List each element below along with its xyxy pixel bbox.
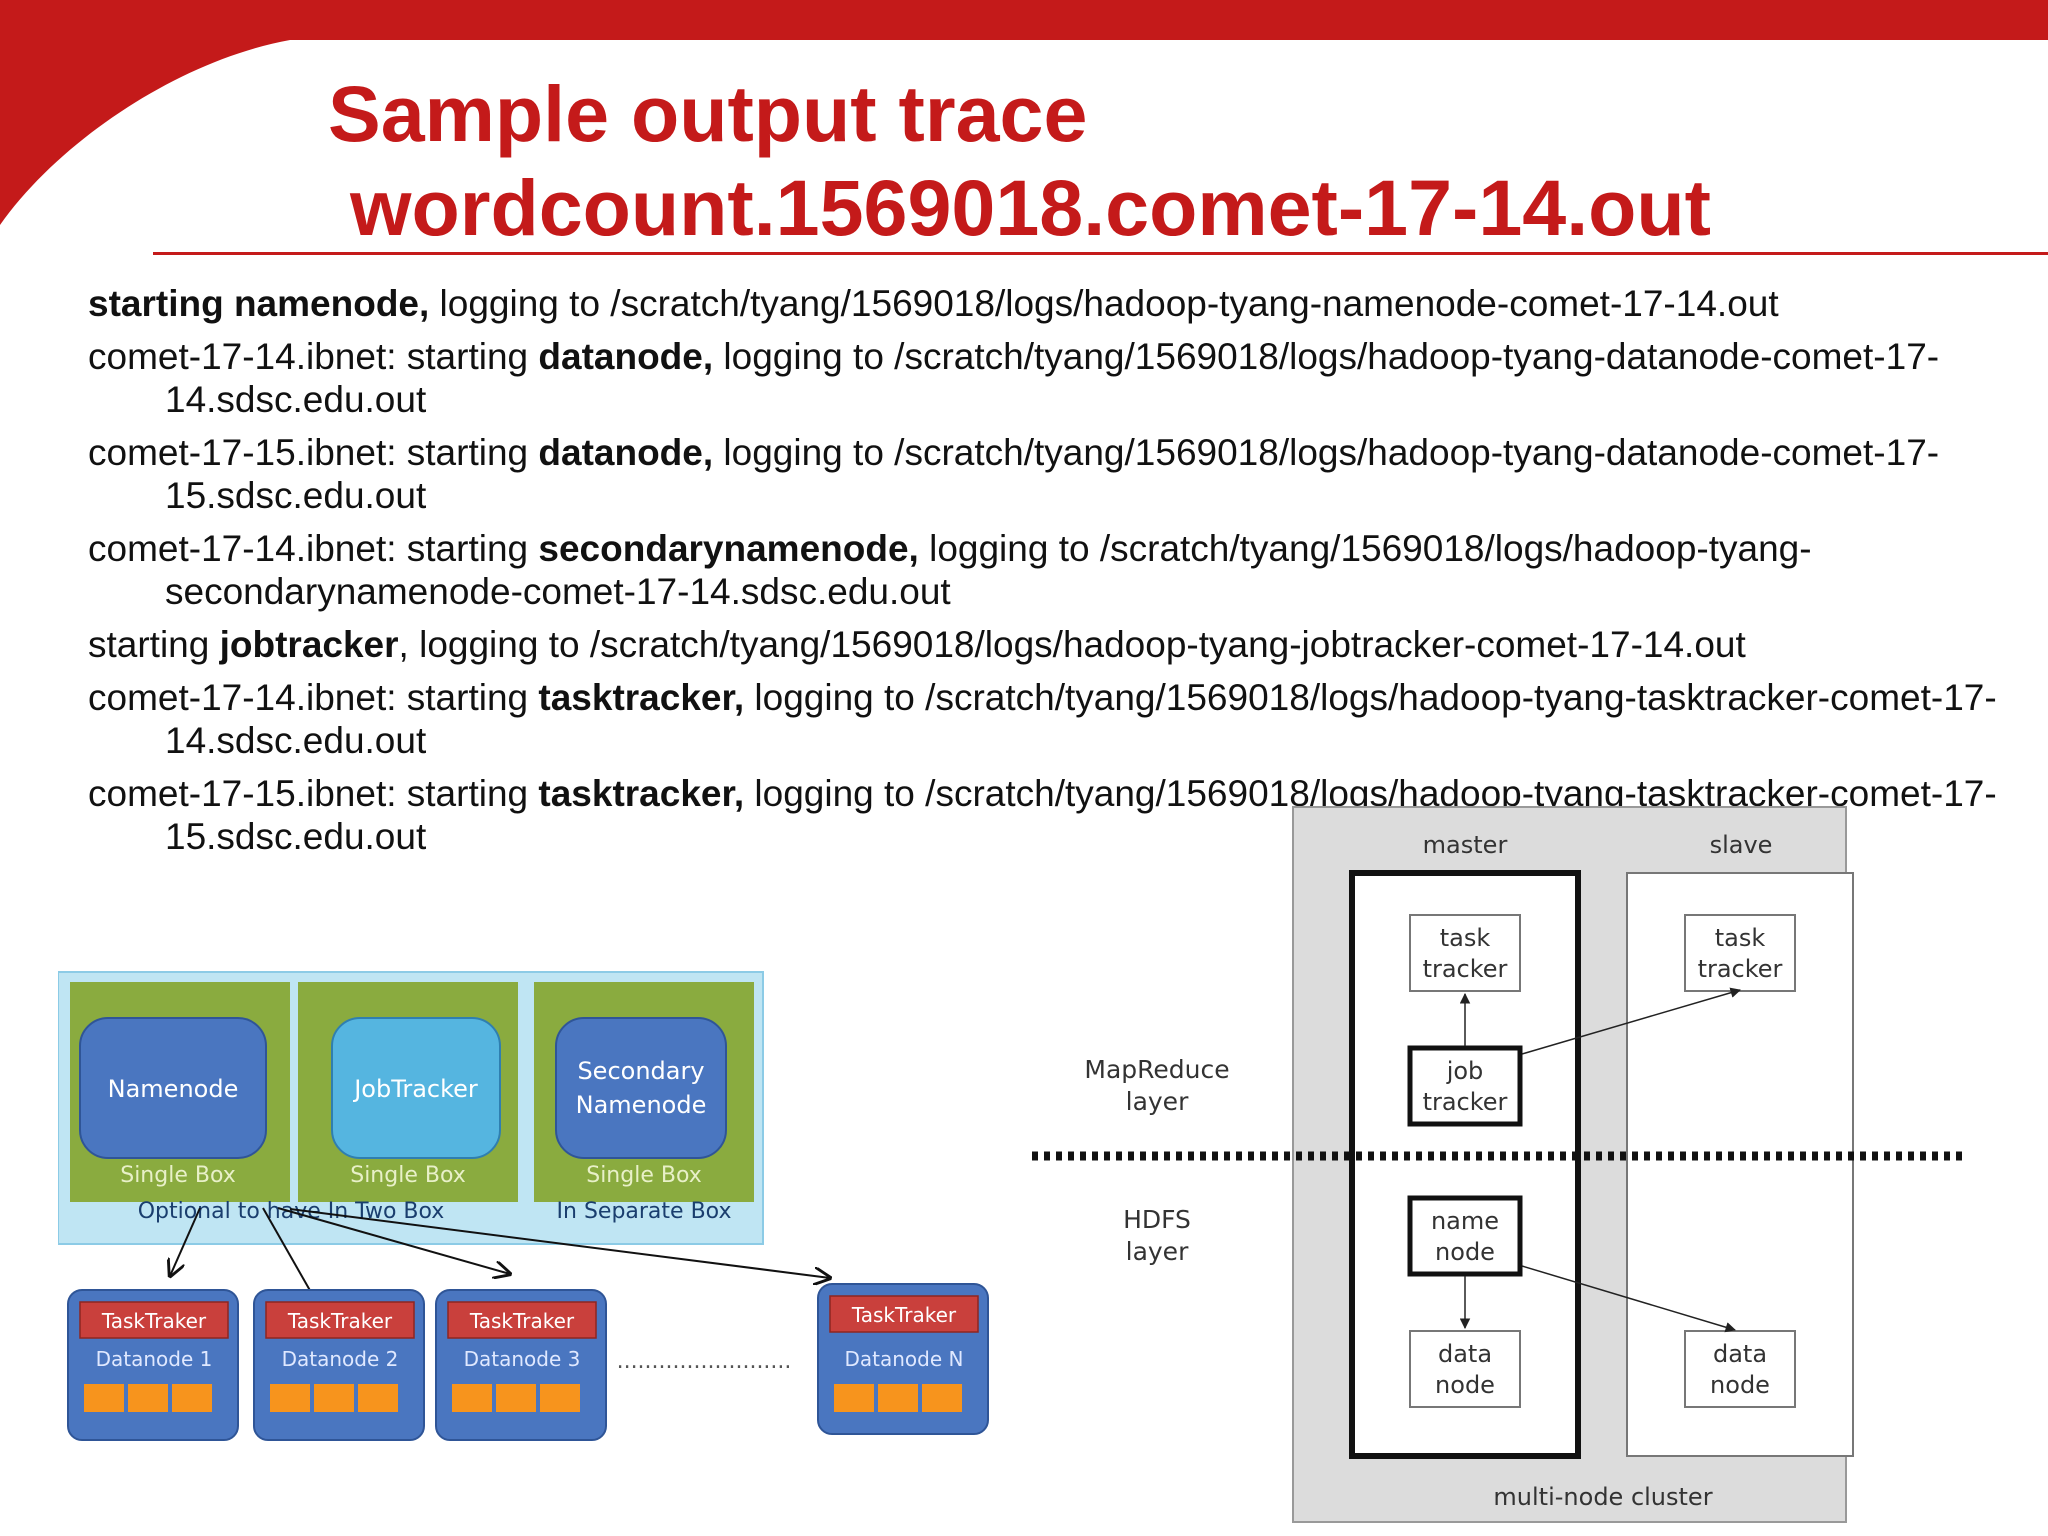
arrow	[1521, 1265, 1737, 1333]
node-label: node	[1435, 1371, 1495, 1399]
hdfs-layer-label: HDFS	[1123, 1205, 1191, 1234]
arrow	[170, 1207, 201, 1276]
trace-entry: comet-17-14.ibnet: starting tasktracker,…	[88, 677, 1997, 761]
arrow	[289, 1208, 830, 1278]
secondary-label-1: Secondary	[577, 1057, 704, 1085]
data-label: data	[1713, 1340, 1767, 1368]
node-label: node	[1435, 1238, 1495, 1266]
title-divider	[153, 252, 2048, 255]
datanode-label: Datanode N	[845, 1347, 964, 1371]
master-label: master	[1423, 831, 1508, 859]
trace-log: starting namenode, logging to /scratch/t…	[88, 282, 2008, 868]
slide-subtitle: wordcount.1569018.comet-17-14.out	[350, 163, 1711, 252]
job-label: job	[1446, 1057, 1484, 1085]
trace-entry: comet-17-14.ibnet: starting secondarynam…	[88, 528, 1812, 612]
arrow	[1521, 987, 1742, 1055]
datanode-label: Datanode 2	[282, 1347, 399, 1371]
tracker-label: tracker	[1423, 1088, 1508, 1116]
separate-box-label: In Separate Box	[557, 1199, 732, 1224]
datanode-2: TaskTraker Datanode 2	[253, 1289, 425, 1441]
trace-entry: comet-17-14.ibnet: starting datanode, lo…	[88, 336, 1940, 420]
namenode-node	[79, 1017, 267, 1159]
secondary-namenode-node	[555, 1017, 727, 1159]
hadoop-architecture-diagram: Namenode JobTracker Secondary Namenode S…	[58, 971, 989, 1441]
tracker-label: tracker	[1698, 955, 1783, 983]
secondary-label-2: Namenode	[576, 1091, 707, 1119]
job-tracker	[1407, 1045, 1523, 1127]
node-label: node	[1710, 1371, 1770, 1399]
multi-node-cluster-diagram: master slave MapReduce layer HDFS layer …	[1032, 806, 1965, 1523]
tasktracker-label: TaskTraker	[851, 1303, 957, 1327]
single-box-label: Single Box	[586, 1163, 702, 1188]
task-label: task	[1715, 924, 1766, 952]
namenode-label: Namenode	[108, 1075, 239, 1103]
ellipsis-dots: .........................	[617, 1349, 792, 1374]
header-decoration	[0, 0, 2048, 225]
task-label: task	[1440, 924, 1491, 952]
single-box-label: Single Box	[120, 1163, 236, 1188]
mapreduce-layer-label: layer	[1126, 1087, 1189, 1116]
slave-data-node	[1684, 1330, 1796, 1408]
datanode-1: TaskTraker Datanode 1	[67, 1289, 239, 1441]
slave-task-tracker	[1684, 914, 1796, 992]
trace-entry: starting namenode, logging to /scratch/t…	[88, 283, 1779, 324]
slide-title: Sample output trace	[328, 69, 1088, 158]
datanode-n: TaskTraker Datanode N	[817, 1283, 989, 1435]
tasktracker-label: TaskTraker	[287, 1309, 393, 1333]
trace-entry: starting jobtracker, logging to /scratch…	[88, 624, 1746, 665]
hdfs-layer-label: layer	[1126, 1237, 1189, 1266]
single-box-label: Single Box	[350, 1163, 466, 1188]
tasktracker-label: TaskTraker	[101, 1309, 207, 1333]
data-label: data	[1438, 1340, 1492, 1368]
master-task-tracker	[1409, 914, 1521, 992]
trace-entry: comet-17-15.ibnet: starting datanode, lo…	[88, 432, 1940, 516]
name-node	[1407, 1195, 1523, 1277]
mapreduce-layer-label: MapReduce	[1084, 1055, 1229, 1084]
jobtracker-label: JobTracker	[352, 1075, 478, 1103]
cluster-footer-label: multi-node cluster	[1493, 1483, 1712, 1511]
tasktracker-label: TaskTraker	[469, 1309, 575, 1333]
master-data-node	[1409, 1330, 1521, 1408]
slave-label: slave	[1710, 831, 1773, 859]
tracker-label: tracker	[1423, 955, 1508, 983]
arrow	[277, 1207, 510, 1274]
name-label: name	[1431, 1207, 1499, 1235]
datanode-label: Datanode 3	[464, 1347, 581, 1371]
datanode-3: TaskTraker Datanode 3	[435, 1289, 607, 1441]
datanode-label: Datanode 1	[96, 1347, 213, 1371]
jobtracker-node	[331, 1017, 501, 1159]
